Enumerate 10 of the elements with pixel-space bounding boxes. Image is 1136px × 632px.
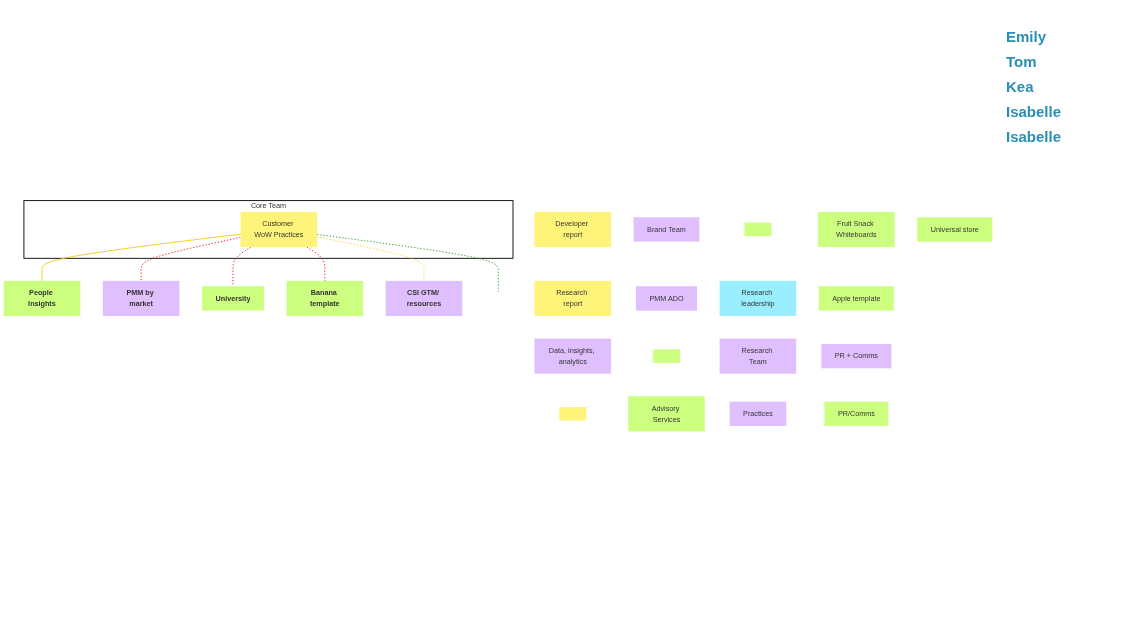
node-box bbox=[744, 222, 772, 237]
connector bbox=[232, 246, 252, 287]
person-name: Isabelle bbox=[1006, 103, 1063, 120]
person-name: Tom bbox=[1006, 53, 1038, 70]
person-name: Kea bbox=[1006, 78, 1035, 95]
node-box bbox=[559, 407, 587, 421]
person-name: Isabelle bbox=[1006, 128, 1063, 145]
connector bbox=[41, 233, 241, 282]
node-box bbox=[652, 349, 680, 363]
person-name: Emily bbox=[1006, 28, 1048, 45]
